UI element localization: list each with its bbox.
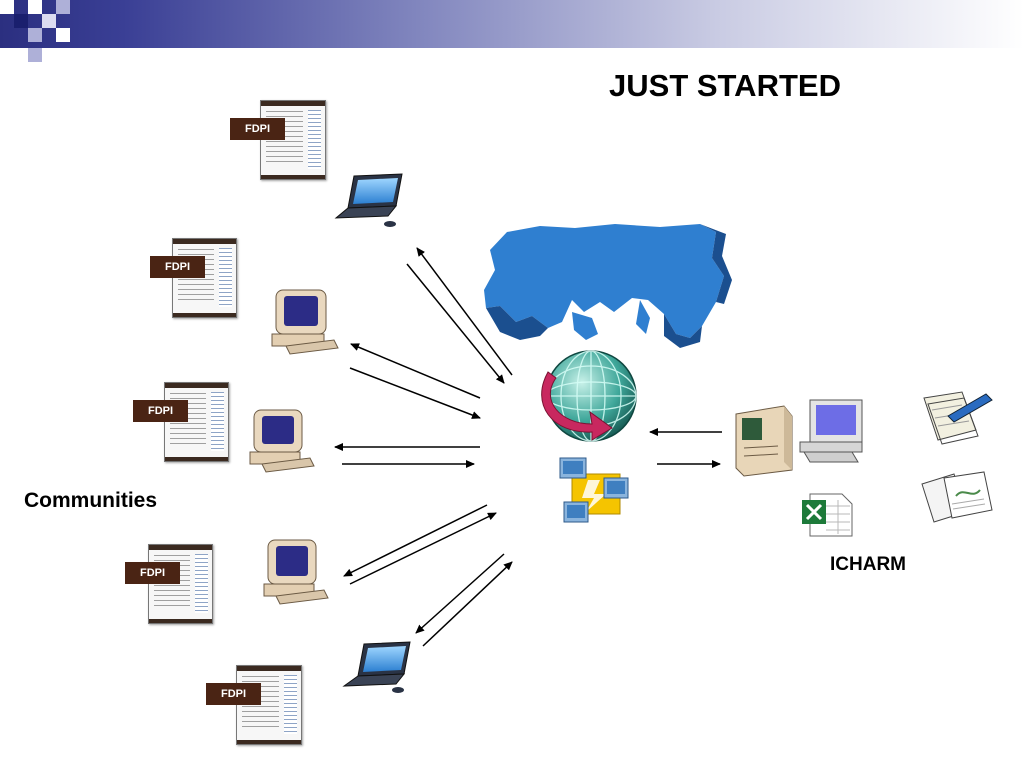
header-square [28,0,42,14]
header-square [0,0,14,14]
header-square [56,28,70,42]
fdpi-badge: FDPI [230,118,285,140]
laptop-icon [334,173,403,227]
slide-title: JUST STARTED [609,68,841,103]
map-icon [484,224,732,348]
arrow [406,263,505,384]
excel-icon [802,493,853,537]
arrow [422,561,513,647]
arrow [349,367,481,419]
fdpi-badge: FDPI [125,562,180,584]
header-square [56,0,70,14]
fdpi-document [148,544,213,624]
connection-arrows [334,247,722,647]
arrow [350,343,481,399]
arrow [416,247,513,376]
header-square [28,28,42,42]
desktop-computer-icon [271,289,339,355]
desktop-computer-icon [799,399,863,463]
communities-label: Communities [24,489,158,512]
network-icon [559,457,629,523]
fdpi-badge: FDPI [150,256,205,278]
header-square [42,14,56,28]
arrow [349,512,497,585]
fdpi-document [236,665,302,745]
laptop-icon [342,641,411,693]
server-icon [735,405,793,477]
desktop-computer-icon [249,409,315,473]
icharm-label: ICHARM [830,554,906,575]
header-band [0,0,1024,48]
arrow [415,553,505,634]
arrow [343,504,488,577]
fdpi-badge: FDPI [206,683,261,705]
desktop-computer-icon [263,539,329,605]
notepad-icon [923,391,993,445]
globe-icon [541,350,637,442]
documents-icon [921,471,993,523]
header-square [28,48,42,62]
fdpi-badge: FDPI [133,400,188,422]
header-square [14,14,28,28]
